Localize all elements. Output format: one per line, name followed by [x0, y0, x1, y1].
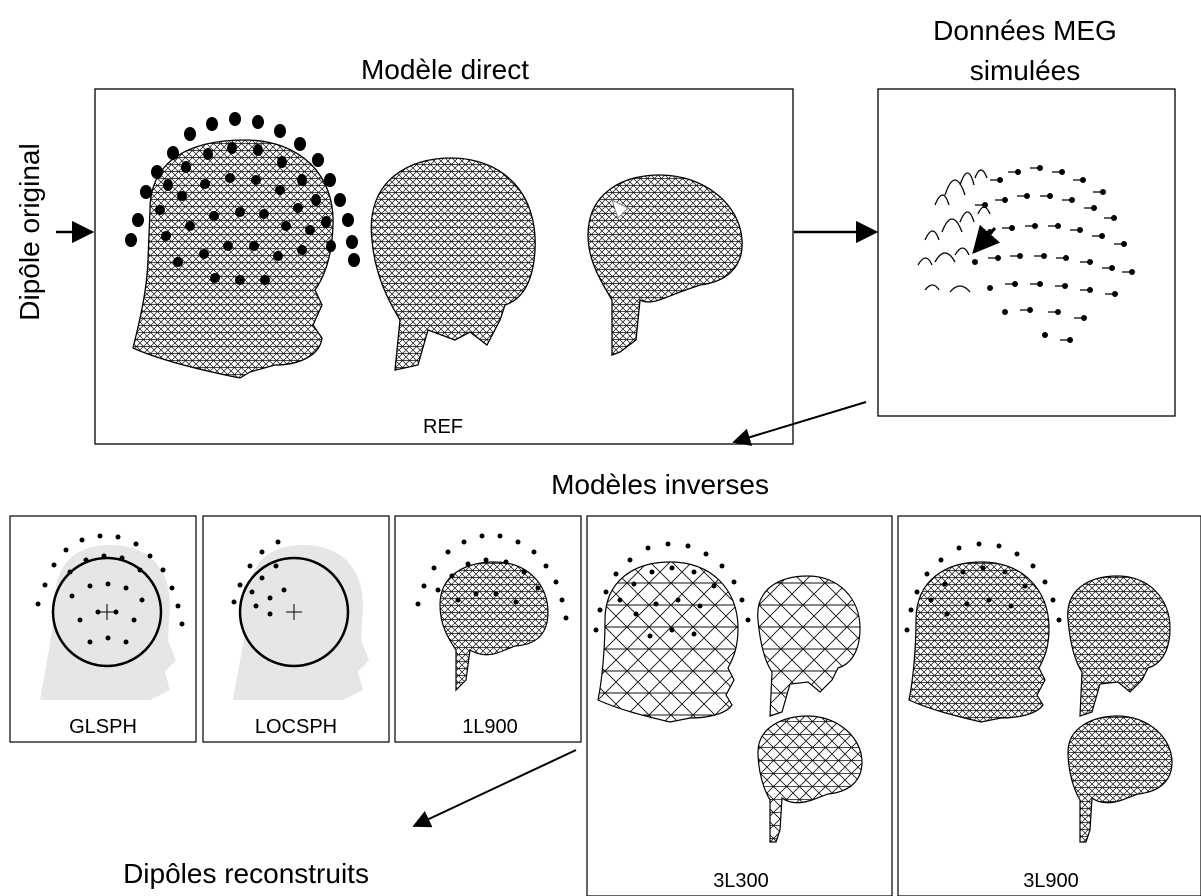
skull-mesh-3l300	[757, 575, 861, 717]
brain-mesh-1l900	[439, 561, 549, 692]
skull-mesh-3l900	[1067, 575, 1171, 717]
sensor-dots-glsph	[35, 533, 185, 645]
scalp-mesh-3l900	[908, 561, 1050, 723]
meg-data-panel	[877, 88, 1176, 417]
sensor-dots-3l900	[904, 541, 1062, 633]
label-glsph: GLSPH	[69, 716, 137, 738]
reconstructed-dipoles-label: Dipôles reconstruits	[123, 858, 369, 889]
meg-data-title-line1: Données MEG	[933, 15, 1117, 46]
label-1l900: 1L900	[462, 716, 518, 738]
original-dipole-label: Dipôle original	[14, 143, 45, 320]
sensor-dots-locsph	[231, 539, 287, 617]
dipole-direction-arrow	[972, 224, 1001, 255]
scalp-mesh-3l300	[597, 561, 739, 723]
brain-mesh-3l300	[757, 715, 863, 843]
ref-label: REF	[423, 416, 463, 438]
meg-traces	[917, 169, 991, 293]
brain-mesh-3l900	[1067, 715, 1173, 843]
forward-model-title: Modèle direct	[361, 54, 529, 85]
global-sphere-circle	[51, 556, 163, 668]
brain-mesh	[587, 174, 743, 356]
data-to-inverse-arrow	[732, 401, 867, 446]
sphere-center-cross-icon	[99, 604, 115, 620]
label-locsph: LOCSPH	[255, 716, 337, 738]
inverse-models-title: Modèles inverses	[551, 469, 769, 500]
sensor-dots-1l900	[415, 533, 569, 621]
dipole-marker-icon	[611, 199, 629, 219]
meg-trace-tails	[975, 167, 1132, 341]
local-sphere-center-cross-icon	[286, 604, 302, 620]
skull-mesh	[370, 157, 536, 371]
label-3l300: 3L300	[713, 870, 769, 892]
head-silhouette-glsph	[40, 545, 176, 700]
label-3l900: 3L900	[1023, 870, 1079, 892]
inverse-to-result-arrow	[412, 749, 577, 828]
meg-sensor-array	[125, 112, 360, 285]
sensor-dots-3l300	[593, 541, 751, 639]
meg-data-title-line2: simulées	[970, 55, 1080, 86]
